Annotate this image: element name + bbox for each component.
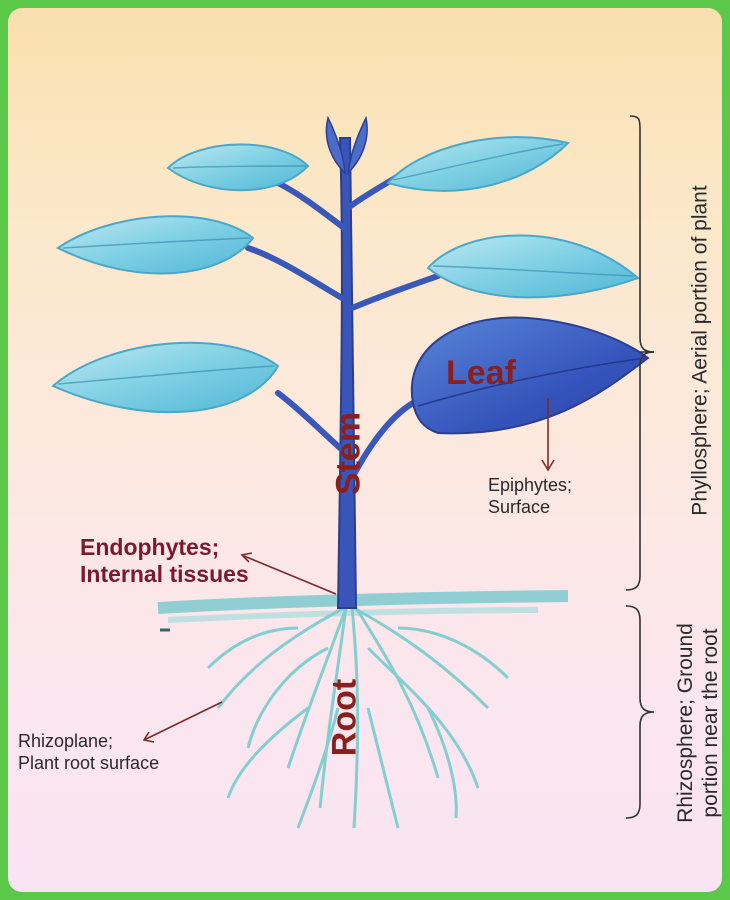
rhizoplane-line2: Plant root surface [18,752,159,774]
epiphytes-label: Epiphytes; Surface [488,474,572,518]
endophytes-line1: Endophytes; [80,534,249,561]
root-label: Root [326,673,365,763]
phyllosphere-label: Phyllosphere; Aerial portion of plant [688,141,713,561]
stem-label: Stem [330,409,369,499]
epiphytes-line1: Epiphytes; [488,474,572,496]
endophytes-label: Endophytes; Internal tissues [80,534,249,588]
epiphytes-line2: Surface [488,496,572,518]
rhizoplane-label: Rhizoplane; Plant root surface [18,730,159,774]
rhizosphere-line1: Rhizosphere; Ground [673,593,698,853]
rhizosphere-label: Rhizosphere; Ground portion near the roo… [673,593,722,853]
rhizosphere-bracket [626,606,654,818]
diagram-canvas: Stem Leaf Root Epiphytes; Surface Endoph… [8,8,722,892]
leaf-label: Leaf [446,354,516,393]
rhizosphere-line2: portion near the root [698,593,722,853]
endophytes-line2: Internal tissues [80,561,249,588]
rhizoplane-line1: Rhizoplane; [18,730,159,752]
